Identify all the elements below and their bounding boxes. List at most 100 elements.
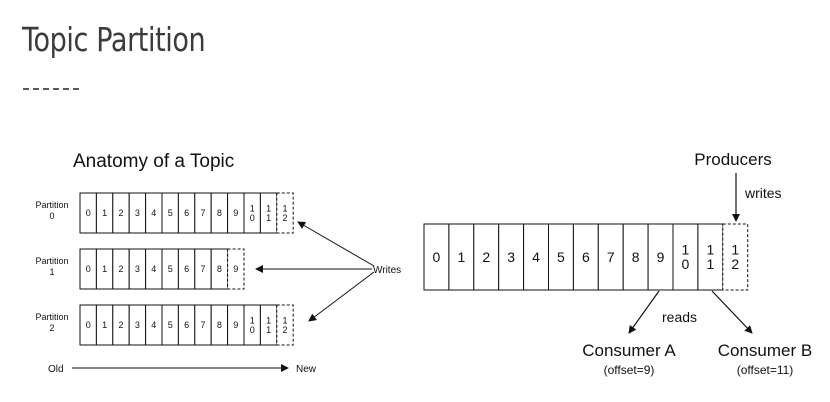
record-cell-label: 5 <box>168 208 173 218</box>
record-cell-label: 7 <box>200 264 205 274</box>
writes-label: Writes <box>373 265 401 276</box>
record-cell-label: 6 <box>184 320 189 330</box>
record-cell-label: 7 <box>200 208 205 218</box>
log-record-cell-box <box>473 223 500 291</box>
record-cell-label: 8 <box>217 264 222 274</box>
old-label: Old <box>48 364 64 375</box>
log-record-cell-box <box>697 223 724 291</box>
record-cell: 7 <box>194 304 212 346</box>
record-cell: 5 <box>161 248 179 290</box>
record-cell: 6 <box>177 192 196 234</box>
record-cell-label: 3 <box>135 320 140 330</box>
record-cell: 0 <box>79 304 97 346</box>
record-cell: 2 <box>112 248 130 290</box>
log-record-cell-box <box>523 223 549 291</box>
log-record-cell-label: 2 <box>482 249 490 265</box>
log-record-cell-label: 3 <box>507 249 515 265</box>
record-cell: 5 <box>161 192 179 234</box>
log-record-cell-label: 0 <box>433 249 441 265</box>
record-cell: 3 <box>128 192 147 234</box>
log-record-cell-label: 1 <box>457 249 465 265</box>
log-record-cell-label: 8 <box>632 249 640 265</box>
next-record-cell-box <box>227 248 245 290</box>
record-cell-label: 6 <box>184 264 189 274</box>
record-cell-label: 5 <box>168 264 173 274</box>
record-cell-label: 5 <box>168 320 173 330</box>
consumer-a-name: Consumer A <box>582 341 676 360</box>
log-record-cell: 2 <box>473 223 500 291</box>
record-cell: 4 <box>145 248 163 290</box>
record-cell-label: 9 <box>233 208 238 218</box>
log-record-cell: 3 <box>498 223 525 291</box>
page-title: Topic Partition <box>22 20 206 59</box>
log-record-cell-label: 5 <box>557 249 565 265</box>
record-cell: 3 <box>128 304 147 346</box>
record-cell: 1 <box>95 248 114 290</box>
log-record-cell: 6 <box>572 223 599 291</box>
record-cell-label: 4 <box>151 264 156 274</box>
next-record-cell-box <box>276 192 294 234</box>
record-cell: 7 <box>194 248 212 290</box>
anatomy-heading: Anatomy of a Topic <box>73 151 234 172</box>
log-record-cell-box <box>647 223 674 291</box>
consumer-b-offset: (offset=11) <box>737 363 794 377</box>
record-cell-label: 2 <box>118 320 123 330</box>
log-record-cell: 5 <box>548 223 574 291</box>
record-cell-label: 1 <box>102 208 107 218</box>
reads-label: reads <box>662 309 697 325</box>
log-record-cell-box <box>448 223 475 291</box>
record-cell: 7 <box>194 192 212 234</box>
log-next-record-cell-box <box>722 223 749 291</box>
record-cell: 4 <box>145 192 163 234</box>
log-record-cell: 9 <box>647 223 674 291</box>
log-record-cell: 7 <box>597 223 624 291</box>
next-record-cell: 9 <box>227 248 245 290</box>
record-cell: 6 <box>177 304 196 346</box>
record-cell: 8 <box>210 192 229 234</box>
next-record-cell-label: 9 <box>233 264 238 274</box>
record-cell-label: 9 <box>233 320 238 330</box>
record-cell-label: 7 <box>200 320 205 330</box>
log-record-cell: 4 <box>523 223 549 291</box>
record-cell: 8 <box>210 248 229 290</box>
record-cell: 8 <box>210 304 229 346</box>
log-record-cell: 0 <box>423 223 450 291</box>
producers-label: Producers <box>694 150 771 169</box>
writes-arrow-partition-0 <box>297 221 375 267</box>
consumer-b-name: Consumer B <box>718 341 812 360</box>
record-cell-label: 1 <box>102 320 107 330</box>
record-cell: 6 <box>177 248 196 290</box>
record-cell-label: 0 <box>86 264 91 274</box>
record-cell-label: 0 <box>86 208 91 218</box>
writes-arrow-partition-2 <box>308 271 375 322</box>
record-cell: 4 <box>145 304 163 346</box>
consumer-a-offset: (offset=9) <box>604 363 655 377</box>
record-cell-label: 3 <box>135 208 140 218</box>
title-divider <box>23 88 79 90</box>
record-cell: 1 <box>95 304 114 346</box>
log-record-cell-box <box>423 223 450 291</box>
new-label: New <box>296 364 317 375</box>
log-record-cell-label: 6 <box>582 249 590 265</box>
